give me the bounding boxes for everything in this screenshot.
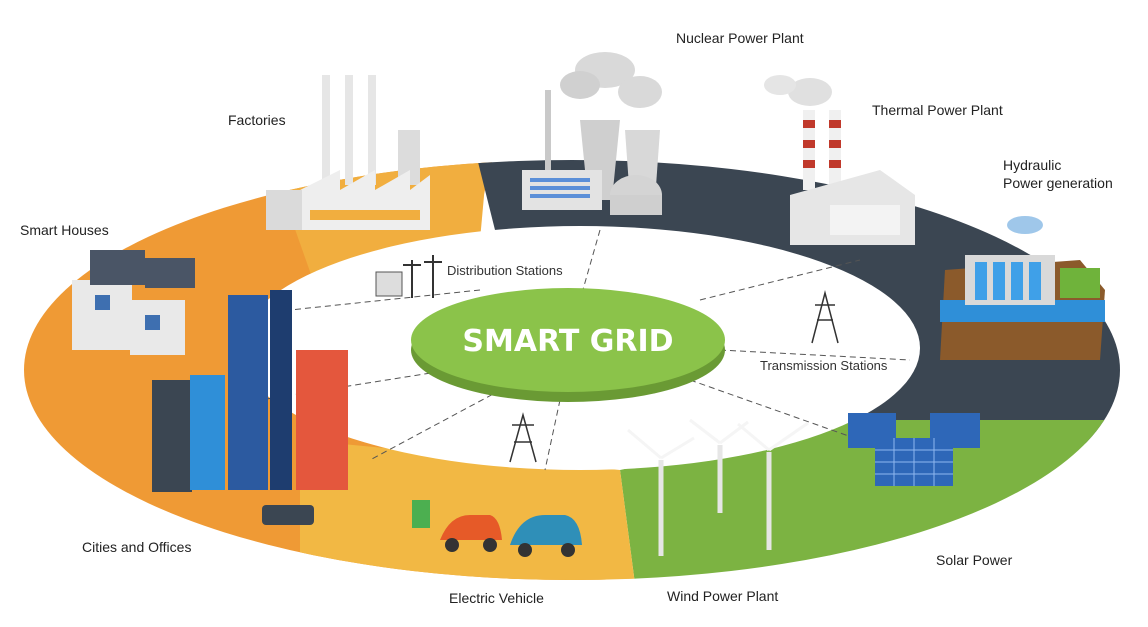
hydro-plant-icon [940,216,1105,360]
nuclear-plant-icon [522,52,662,215]
label-distribution: Distribution Stations [447,263,563,278]
thermal-plant-icon [764,75,915,245]
label-solar: Solar Power [936,552,1013,568]
label-smart-houses: Smart Houses [20,222,109,238]
label-transmission: Transmission Stations [760,358,888,373]
label-electric-vehicle: Electric Vehicle [449,590,544,606]
transmission-tower-icon-2 [509,412,537,463]
distribution-station-icon [375,255,442,298]
electric-vehicle-icon [412,500,582,557]
label-hydraulic: Hydraulic Power generation [1003,157,1113,191]
label-cities: Cities and Offices [82,539,192,555]
smart-houses-icon [72,250,195,355]
center-title: SMART GRID [462,324,673,359]
solar-panels-icon [848,413,980,486]
factories-icon [266,75,430,230]
label-wind: Wind Power Plant [667,588,779,604]
center-disc [411,288,725,392]
label-thermal: Thermal Power Plant [872,102,1003,118]
label-factories: Factories [228,112,286,128]
label-nuclear: Nuclear Power Plant [676,30,804,46]
transmission-tower-icon [811,290,839,344]
city-buildings-icon [152,290,348,525]
wind-turbines-icon [627,418,809,556]
